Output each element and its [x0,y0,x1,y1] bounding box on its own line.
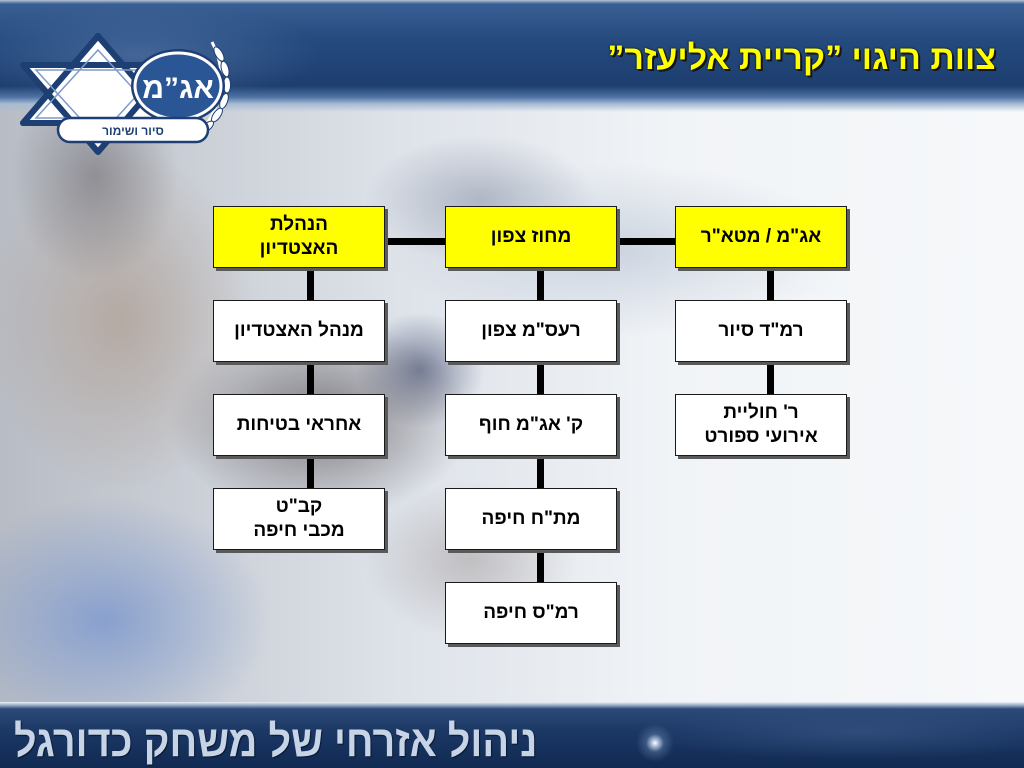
logo-emblem: אג”מ [131,49,225,123]
org-box-line-1: מנהל האצטדיון [234,320,364,341]
logo-ribbon-text: סיור ושימור [102,124,164,138]
org-box-sports-events-unit: ר' חוליית אירועי ספורט [675,394,847,456]
org-box-line-1: מת"ח חיפה [481,508,581,529]
org-box-stadium-manager: מנהל האצטדיון [213,300,385,362]
org-box-line-2: מכבי חיפה [253,520,345,541]
org-box-line-1: רמ"ס חיפה [483,602,579,623]
org-box-line-1: ר' חוליית [723,402,799,423]
org-box-line-1: רעס"מ צפון [481,320,581,341]
org-box-line-2: אירועי ספורט [704,426,818,447]
org-box-northern-district: מחוז צפון [445,206,617,268]
org-box-safety-officer: אחראי בטיחות [213,394,385,456]
logo-emblem-text: אג”מ [142,72,214,105]
org-box-line-1: קב"ט [275,496,323,517]
org-box-stadium-management: הנהלת האצטדיון [213,206,385,268]
org-box-haifa-station: מת"ח חיפה [445,488,617,550]
org-box-coast-operations-officer: ק' אג"מ חוף [445,394,617,456]
logo-ribbon: סיור ושימור [56,116,210,144]
slide-title: צוות היגוי ”קריית אליעזר” [607,39,996,77]
agam-logo: אג”מ סיור ושימור [20,33,232,155]
slide-footer-text: ניהול אזרחי של משחק כדורגל [14,717,538,766]
org-box-line-1: אחראי בטיחות [236,414,362,435]
org-box-club-security-officer: קב"ט מכבי חיפה [213,488,385,550]
org-box-line-1: מחוז צפון [490,226,572,247]
sparkle-decoration [636,724,674,762]
org-box-line-1: הנהלת [270,214,328,235]
org-box-operations-hq: אג"מ / מטא"ר [675,206,847,268]
org-box-patrol-division-head: רמ"ד סיור [675,300,847,362]
org-box-line-1: רמ"ד סיור [718,320,804,341]
org-box-line-1: אג"מ / מטא"ר [700,226,822,247]
org-box-line-2: האצטדיון [259,238,339,259]
org-box-north-operations-officer: רעס"מ צפון [445,300,617,362]
connector-column-left [307,266,314,490]
org-box-line-1: ק' אג"מ חוף [478,414,584,435]
org-box-haifa-operations: רמ"ס חיפה [445,582,617,644]
footer-band [0,702,1024,768]
